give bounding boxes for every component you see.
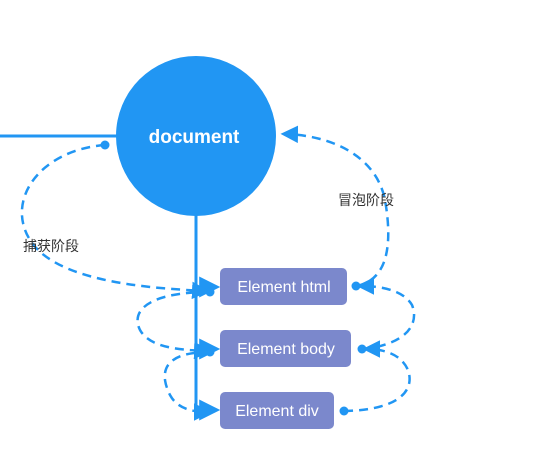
element-body-node bbox=[220, 330, 351, 367]
capture-path-html-to-body bbox=[136, 290, 212, 360]
bubble-path-body-to-html bbox=[356, 277, 416, 351]
bubble-path-div-to-body bbox=[343, 340, 411, 413]
element-html-node bbox=[220, 268, 347, 305]
element-body-label: Element body bbox=[237, 341, 335, 358]
document-node bbox=[116, 56, 276, 216]
bubble-path-html-to-document bbox=[280, 125, 390, 288]
bubble-phase-label: 冒泡阶段 bbox=[338, 193, 394, 209]
capture-path-body-to-div bbox=[163, 350, 212, 421]
capture-path-document-to-html bbox=[20, 143, 210, 300]
document-label: document bbox=[149, 127, 240, 148]
element-div-label: Element div bbox=[235, 403, 319, 420]
capture-phase-label: 捕获阶段 bbox=[23, 239, 79, 255]
element-html-label: Element html bbox=[237, 279, 330, 296]
element-div-node bbox=[220, 392, 334, 429]
